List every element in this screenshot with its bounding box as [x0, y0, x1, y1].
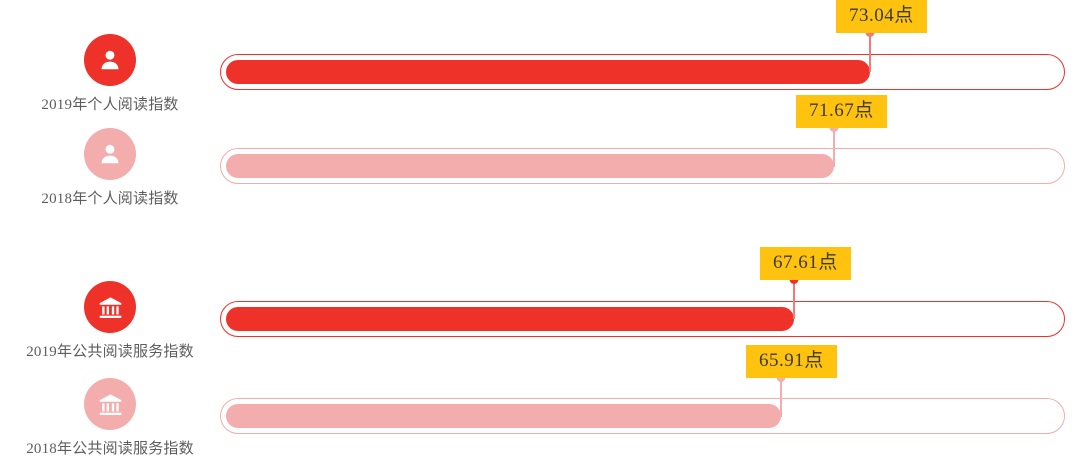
value-badge-text: 67.61点 — [773, 252, 838, 273]
chart-row: 2018年公共阅读服务指数 65.91点 — [0, 345, 1080, 469]
bar-track — [220, 398, 1065, 434]
bar-fill — [226, 60, 870, 84]
chart-row: 2019年公共阅读服务指数 67.61点 — [0, 247, 1080, 362]
bar-track — [220, 301, 1065, 337]
bar-fill — [226, 154, 834, 178]
row-label: 2019年个人阅读指数 — [41, 97, 179, 113]
value-badge: 71.67点 — [796, 95, 887, 128]
institution-icon — [84, 378, 136, 430]
value-badge-text: 65.91点 — [759, 350, 824, 371]
row-label: 2018年个人阅读指数 — [41, 191, 179, 207]
row-legend: 2019年个人阅读指数 — [0, 34, 220, 114]
row-legend: 2018年个人阅读指数 — [0, 128, 220, 208]
bar-fill — [226, 404, 781, 428]
value-badge-text: 73.04点 — [849, 5, 914, 26]
person-icon — [84, 34, 136, 86]
institution-icon — [84, 281, 136, 333]
person-icon — [84, 128, 136, 180]
bar-track — [220, 148, 1065, 184]
callout-stem — [869, 32, 871, 72]
value-badge-text: 71.67点 — [809, 100, 874, 121]
value-badge: 65.91点 — [746, 345, 837, 378]
row-label: 2019年公共阅读服务指数 — [26, 344, 194, 360]
bar-fill — [226, 307, 794, 331]
row-label: 2018年公共阅读服务指数 — [26, 441, 194, 457]
callout-stem — [793, 279, 795, 319]
callout-stem — [780, 377, 782, 417]
row-legend: 2018年公共阅读服务指数 — [0, 378, 220, 458]
chart-row: 2018年个人阅读指数 71.67点 — [0, 95, 1080, 210]
value-badge: 67.61点 — [760, 247, 851, 280]
callout-stem — [833, 127, 835, 167]
row-legend: 2019年公共阅读服务指数 — [0, 281, 220, 361]
bar-track — [220, 54, 1065, 90]
chart-row: 2019年个人阅读指数 73.04点 — [0, 0, 1080, 115]
value-badge: 73.04点 — [836, 0, 927, 33]
